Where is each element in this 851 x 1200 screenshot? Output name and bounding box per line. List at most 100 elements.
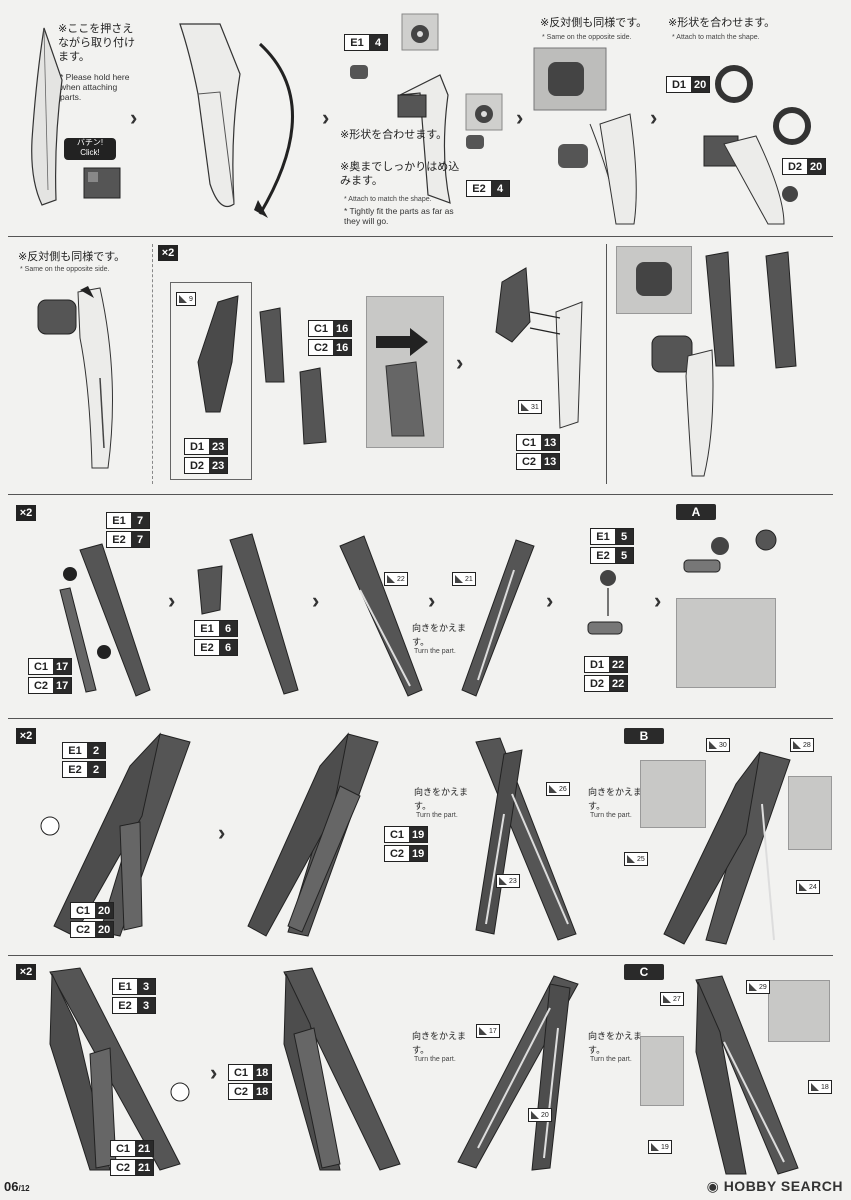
deep-note-en: * Tightly fit the parts as far as they w… [344,206,454,226]
opposite-note-jp: ※反対側も同様です。 [540,16,648,29]
turn2-note-en: Turn the part. [590,1056,632,1063]
step-arrow-icon: › [322,105,330,130]
multiplier-badge: ×2 [158,245,178,261]
row-divider [8,718,833,719]
step-arrow-icon: › [650,105,658,130]
joint-assembly-illustration [683,529,777,573]
multiplier-badge: ×2 [16,728,36,744]
subassembly-label-b: B [624,728,664,744]
sticker-23: 23 [496,874,520,888]
sticker-17: 17 [476,1024,500,1038]
detail-photo [640,760,706,828]
turn-note-jp: 向きをかえます。 [414,788,469,812]
sticker-27: 27 [660,992,684,1006]
row-divider [8,236,833,237]
opposite-side-illustration [533,47,637,225]
leg-frame-sticker-illustration [663,751,791,945]
part-detail-icon [465,93,503,131]
multiplier-badge: ×2 [16,964,36,980]
subassembly-frame [170,282,252,480]
leg-frame-illustration [49,967,190,1171]
panel-join-illustration [495,267,583,429]
watermark-icon: ◉ [706,1178,720,1194]
shape-note-jp: ※形状を合わせます。 [340,128,448,141]
wing-part-illustration [31,27,121,206]
sticker-29: 29 [746,980,770,994]
detail-photo [768,980,830,1042]
opposite2-note-jp: ※反対側も同様です。 [18,250,126,263]
subassembly-label-a: A [676,504,716,520]
multiplier-badge: ×2 [16,505,36,521]
step-arrow-icon: › [312,588,320,613]
watermark: ◉ HOBBY SEARCH [707,1178,843,1195]
section-divider [152,244,153,484]
sticker-19: 19 [648,1140,672,1154]
step-arrow-icon: › [168,588,176,613]
opposite-note-en: * Same on the opposite side. [542,34,632,41]
sticker-25: 25 [624,852,648,866]
panel-parts-illustration [197,295,327,445]
step-arrow-icon: › [546,588,554,613]
frame-rod-illustration [461,539,535,697]
turn-note-en: Turn the part. [416,812,458,819]
sticker-22: 22 [384,572,408,586]
hold-note-jp: ※ここを押さえながら取り付けます。 [58,22,135,63]
step-arrow-icon: › [456,350,464,375]
leg-frame-illustration [247,732,379,937]
sticker-28: 28 [790,738,814,752]
joint-parts-illustration [587,570,623,635]
sticker-26: 26 [546,782,570,796]
detail-photo [640,1036,684,1106]
step-arrow-icon: › [210,1060,218,1085]
page-current: 06 [4,1179,19,1194]
slide-arrow-illustration [376,328,428,437]
detail-photo [676,598,776,688]
step-arrow-icon: › [130,105,138,130]
leg-frame-sticker-illustration [695,975,799,1175]
row-divider [8,955,833,956]
sticker-30: 30 [706,738,730,752]
turn2-note-jp: 向きをかえます。 [588,1032,643,1056]
subassembly-label-c: C [624,964,664,980]
leg-frame-turned-illustration [457,975,579,1171]
sticker-18: 18 [808,1080,832,1094]
turn-note-en: Turn the part. [414,1056,456,1063]
shape2-note-jp: ※形状を合わせます。 [668,16,776,29]
opposite2-note-en: * Same on the opposite side. [20,266,110,273]
wing-complete-illustration [636,251,797,477]
